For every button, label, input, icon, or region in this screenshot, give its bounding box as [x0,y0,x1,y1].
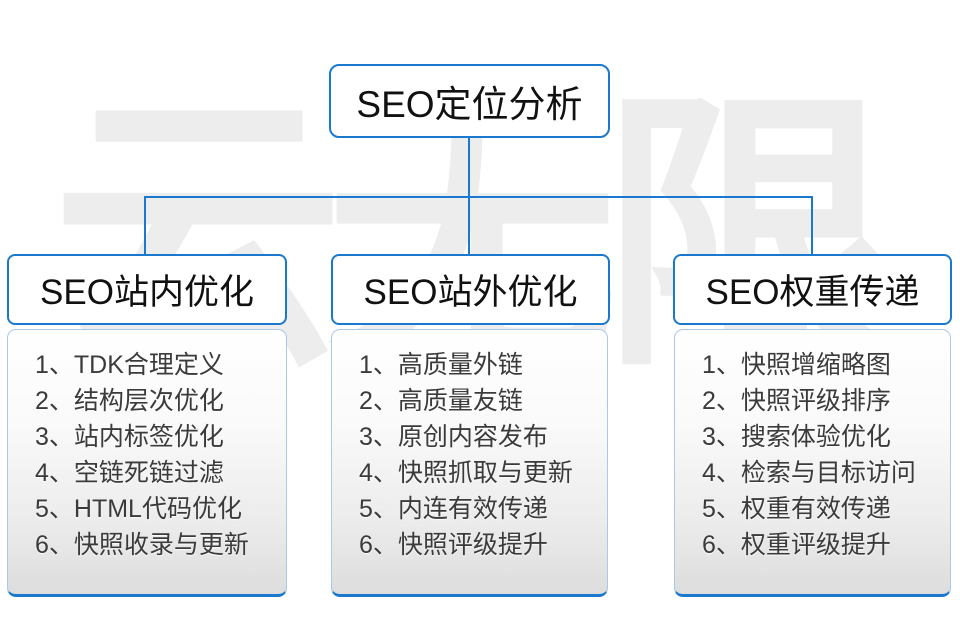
connector-middle-drop [468,196,470,256]
list-item: 4、快照抓取与更新 [359,459,573,487]
connector-horizontal-bar [144,196,813,198]
list-item: 2、高质量友链 [359,387,523,415]
column-item-list: 1、高质量外链 2、高质量友链 3、原创内容发布 4、快照抓取与更新 5、内连有… [331,329,608,597]
list-item: 5、HTML代码优化 [35,495,242,523]
column-title-label: SEO权重传递 [705,273,920,312]
list-item: 3、原创内容发布 [359,423,548,451]
list-item: 6、权重评级提升 [702,531,891,559]
column-title-box: SEO站内优化 [7,254,287,325]
root-node: SEO定位分析 [329,64,610,138]
list-item: 3、搜索体验优化 [702,423,891,451]
column-title-box: SEO站外优化 [331,254,610,325]
list-item: 6、快照评级提升 [359,531,548,559]
connector-left-drop [144,196,146,256]
column-item-list: 1、TDK合理定义 2、结构层次优化 3、站内标签优化 4、空链死链过滤 5、H… [7,329,287,597]
list-item: 6、快照收录与更新 [35,531,249,559]
list-item: 1、TDK合理定义 [35,351,224,379]
list-item: 1、快照增缩略图 [702,351,891,379]
list-item: 5、权重有效传递 [702,495,891,523]
connector-right-drop [811,196,813,256]
list-item: 2、快照评级排序 [702,387,891,415]
column-item-list: 1、快照增缩略图 2、快照评级排序 3、搜索体验优化 4、检索与目标访问 5、权… [674,329,951,597]
list-item: 5、内连有效传递 [359,495,548,523]
list-item: 3、站内标签优化 [35,423,224,451]
list-item: 4、检索与目标访问 [702,459,916,487]
connector-root-vertical [468,137,470,198]
list-item: 4、空链死链过滤 [35,459,224,487]
root-node-label: SEO定位分析 [356,84,583,125]
column-title-label: SEO站内优化 [40,273,254,312]
column-title-label: SEO站外优化 [363,273,578,312]
list-item: 1、高质量外链 [359,351,523,379]
column-title-box: SEO权重传递 [673,254,952,325]
list-item: 2、结构层次优化 [35,387,224,415]
